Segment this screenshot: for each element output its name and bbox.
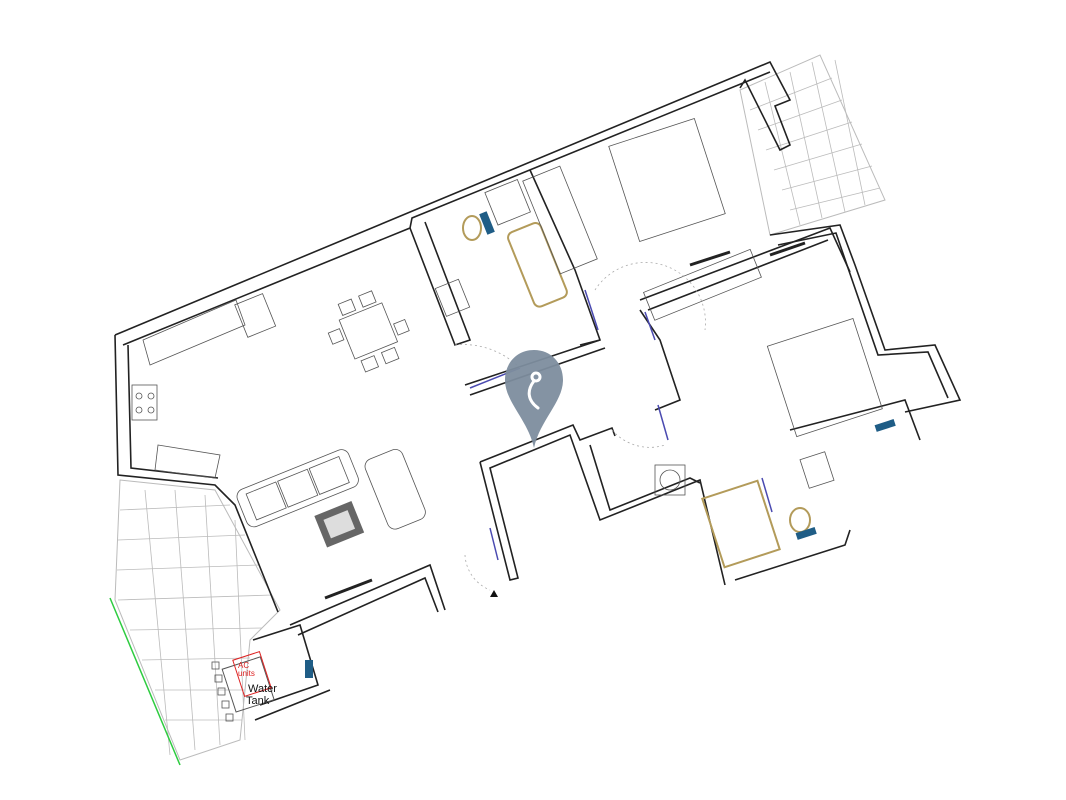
sofa-set: [236, 449, 426, 548]
bedroom-beds: [324, 118, 883, 600]
map-pin-icon[interactable]: [503, 350, 565, 448]
entrance-marker: [490, 590, 498, 597]
kitchen: [131, 293, 277, 479]
water-tank-label-2: Tank: [246, 695, 270, 707]
walls: [114, 60, 962, 721]
bathroom-fixtures: [305, 178, 896, 678]
water-tank-label-1: Water: [248, 683, 277, 695]
balcony-tiles: [739, 54, 886, 236]
dining-table: [327, 290, 410, 373]
ac-units-label: AC units: [238, 661, 255, 678]
water-tank: [211, 650, 275, 722]
terrace-tiles: [109, 479, 281, 766]
doors: [454, 262, 773, 591]
